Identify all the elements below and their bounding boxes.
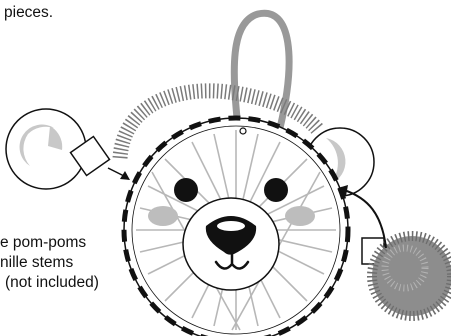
ear-arrow xyxy=(108,168,130,180)
left-cheek xyxy=(148,206,178,226)
bottom-instruction-line-3: (not included) xyxy=(5,274,99,292)
bottom-instruction-line-2: nille stems xyxy=(0,254,73,272)
left-ear-piece xyxy=(6,109,109,189)
right-eye xyxy=(264,178,288,202)
pom-pom xyxy=(372,236,451,316)
right-cheek xyxy=(285,206,315,226)
bottom-instruction-line-1: e pom-poms xyxy=(0,234,86,252)
left-eye xyxy=(174,178,198,202)
hanger-loop xyxy=(234,13,289,128)
bear-face-disc xyxy=(124,118,348,336)
